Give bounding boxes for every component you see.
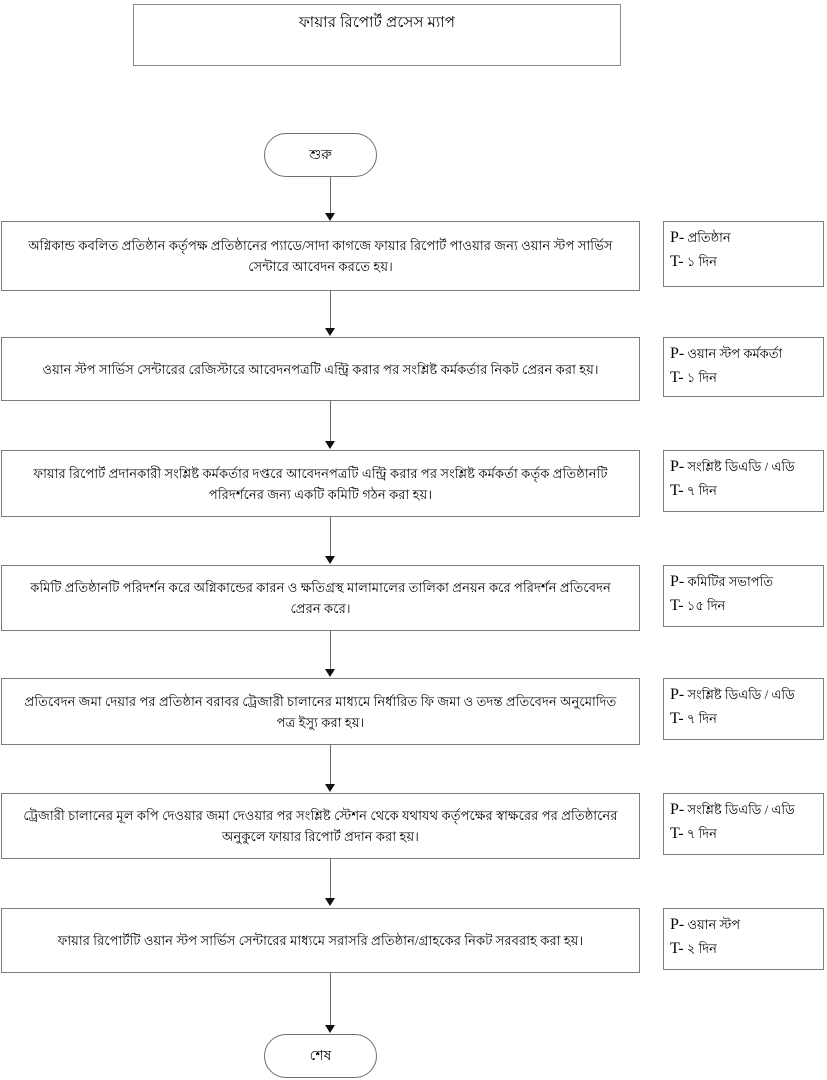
process-text-step-3: ফায়ার রিপোর্ট প্রদানকারী সংশ্লিষ্ট কর্ম… bbox=[33, 465, 608, 502]
arrowhead-step-1-to-step-2 bbox=[325, 328, 335, 336]
side-box-person-step-6: P- সংশ্লিষ্ট ডিএডি / এডি bbox=[670, 798, 819, 822]
side-box-person-step-5: P- সংশ্লিষ্ট ডিএডি / এডি bbox=[670, 683, 819, 707]
connector-step-3-to-step-4 bbox=[330, 517, 331, 557]
time-value-step-2: ১ দিন bbox=[686, 370, 717, 385]
side-box-person-step-7: P- ওয়ান স্টপ bbox=[670, 913, 819, 937]
side-box-person-step-2: P- ওয়ান স্টপ কর্মকর্তা bbox=[670, 342, 819, 366]
arrowhead-step-4-to-step-5 bbox=[325, 669, 335, 677]
person-value-step-6: সংশ্লিষ্ট ডিএডি / এডি bbox=[687, 802, 795, 817]
process-text-step-7: ফায়ার রিপোর্টটি ওয়ান স্টপ সার্ভিস সেন্… bbox=[57, 933, 584, 948]
process-text-step-1: অগ্নিকান্ড কবলিত প্রতিষ্ঠান কর্তৃপক্ষ প্… bbox=[28, 238, 613, 274]
start-node-label: শুরু bbox=[309, 148, 332, 163]
connector-start-to-step-1 bbox=[330, 177, 331, 214]
side-box-step-6: P- সংশ্লিষ্ট ডিএডি / এডি T- ৭ দিন bbox=[663, 793, 824, 855]
person-label-step-1: P- bbox=[670, 229, 685, 246]
time-label-step-6: T- bbox=[670, 825, 684, 842]
side-box-time-step-7: T- ২ দিন bbox=[670, 937, 819, 961]
time-label-step-7: T- bbox=[670, 940, 684, 957]
connector-step-2-to-step-3 bbox=[330, 401, 331, 442]
side-box-person-step-4: P- কমিটির সভাপতি bbox=[670, 570, 819, 594]
connector-step-7-to-end bbox=[330, 973, 331, 1026]
time-value-step-7: ২ দিন bbox=[686, 941, 717, 956]
side-box-time-step-6: T- ৭ দিন bbox=[670, 822, 819, 846]
side-box-time-step-2: T- ১ দিন bbox=[670, 366, 819, 390]
end-node-label: শেষ bbox=[309, 1049, 332, 1064]
time-label-step-5: T- bbox=[670, 710, 684, 727]
side-box-time-step-1: T- ১ দিন bbox=[670, 250, 819, 274]
process-box-step-6: ট্রেজারী চালানের মূল কপি দেওয়ার জমা দেও… bbox=[1, 793, 640, 859]
person-label-step-4: P- bbox=[670, 573, 685, 590]
person-label-step-5: P- bbox=[670, 686, 685, 703]
process-text-step-6: ট্রেজারী চালানের মূল কপি দেওয়ার জমা দেও… bbox=[23, 808, 618, 844]
side-box-person-step-1: P- প্রতিষ্ঠান bbox=[670, 226, 819, 250]
person-value-step-1: প্রতিষ্ঠান bbox=[687, 230, 731, 245]
person-value-step-4: কমিটির সভাপতি bbox=[687, 574, 774, 589]
side-box-time-step-3: T- ৭ দিন bbox=[670, 479, 819, 503]
time-label-step-2: T- bbox=[670, 369, 684, 386]
side-box-step-3: P- সংশ্লিষ্ট ডিএডি / এডি T- ৭ দিন bbox=[663, 450, 824, 512]
person-value-step-5: সংশ্লিষ্ট ডিএডি / এডি bbox=[687, 687, 795, 702]
page-title: ফায়ার রিপোর্ট প্রসেস ম্যাপ bbox=[298, 15, 456, 31]
person-label-step-2: P- bbox=[670, 345, 685, 362]
person-label-step-6: P- bbox=[670, 801, 685, 818]
title-box: ফায়ার রিপোর্ট প্রসেস ম্যাপ bbox=[133, 4, 621, 66]
time-value-step-5: ৭ দিন bbox=[686, 711, 717, 726]
process-box-step-1: অগ্নিকান্ড কবলিত প্রতিষ্ঠান কর্তৃপক্ষ প্… bbox=[1, 221, 640, 291]
start-node: শুরু bbox=[264, 133, 377, 177]
person-value-step-2: ওয়ান স্টপ কর্মকর্তা bbox=[687, 346, 783, 361]
connector-step-5-to-step-6 bbox=[330, 745, 331, 785]
side-box-time-step-5: T- ৭ দিন bbox=[670, 707, 819, 731]
process-box-step-2: ওয়ান স্টপ সার্ভিস সেন্টারের রেজিস্টারে … bbox=[1, 337, 640, 401]
side-box-person-step-3: P- সংশ্লিষ্ট ডিএডি / এডি bbox=[670, 455, 819, 479]
time-label-step-1: T- bbox=[670, 253, 684, 270]
process-box-step-4: কমিটি প্রতিষ্ঠানটি পরিদর্শন করে অগ্নিকান… bbox=[1, 565, 640, 631]
connector-step-4-to-step-5 bbox=[330, 631, 331, 670]
process-box-step-3: ফায়ার রিপোর্ট প্রদানকারী সংশ্লিষ্ট কর্ম… bbox=[1, 450, 640, 517]
connector-step-1-to-step-2 bbox=[330, 291, 331, 329]
connector-step-6-to-step-7 bbox=[330, 859, 331, 899]
process-box-step-7: ফায়ার রিপোর্টটি ওয়ান স্টপ সার্ভিস সেন্… bbox=[1, 908, 640, 973]
time-label-step-3: T- bbox=[670, 482, 684, 499]
arrowhead-step-2-to-step-3 bbox=[325, 441, 335, 449]
side-box-time-step-4: T- ১৫ দিন bbox=[670, 594, 819, 618]
person-value-step-7: ওয়ান স্টপ bbox=[687, 917, 741, 932]
person-value-step-3: সংশ্লিষ্ট ডিএডি / এডি bbox=[687, 459, 795, 474]
arrowhead-start-to-step-1 bbox=[325, 213, 335, 221]
arrowhead-step-5-to-step-6 bbox=[325, 784, 335, 792]
arrowhead-step-7-to-end bbox=[325, 1025, 335, 1033]
side-box-step-1: P- প্রতিষ্ঠান T- ১ দিন bbox=[663, 221, 824, 287]
process-box-step-5: প্রতিবেদন জমা দেয়ার পর প্রতিষ্ঠান বরাবর… bbox=[1, 678, 640, 745]
process-text-step-4: কমিটি প্রতিষ্ঠানটি পরিদর্শন করে অগ্নিকান… bbox=[30, 580, 611, 616]
arrowhead-step-6-to-step-7 bbox=[325, 898, 335, 906]
side-box-step-4: P- কমিটির সভাপতি T- ১৫ দিন bbox=[663, 565, 824, 627]
time-value-step-1: ১ দিন bbox=[686, 254, 717, 269]
process-text-step-5: প্রতিবেদন জমা দেয়ার পর প্রতিষ্ঠান বরাবর… bbox=[24, 693, 617, 730]
time-value-step-6: ৭ দিন bbox=[686, 826, 717, 841]
side-box-step-7: P- ওয়ান স্টপ T- ২ দিন bbox=[663, 908, 824, 970]
time-label-step-4: T- bbox=[670, 597, 684, 614]
time-value-step-4: ১৫ দিন bbox=[686, 598, 726, 613]
side-box-step-5: P- সংশ্লিষ্ট ডিএডি / এডি T- ৭ দিন bbox=[663, 678, 824, 740]
side-box-step-2: P- ওয়ান স্টপ কর্মকর্তা T- ১ দিন bbox=[663, 337, 824, 397]
time-value-step-3: ৭ দিন bbox=[686, 483, 717, 498]
arrowhead-step-3-to-step-4 bbox=[325, 556, 335, 564]
process-text-step-2: ওয়ান স্টপ সার্ভিস সেন্টারের রেজিস্টারে … bbox=[42, 361, 599, 377]
person-label-step-3: P- bbox=[670, 458, 685, 475]
person-label-step-7: P- bbox=[670, 916, 685, 933]
end-node: শেষ bbox=[264, 1034, 377, 1078]
